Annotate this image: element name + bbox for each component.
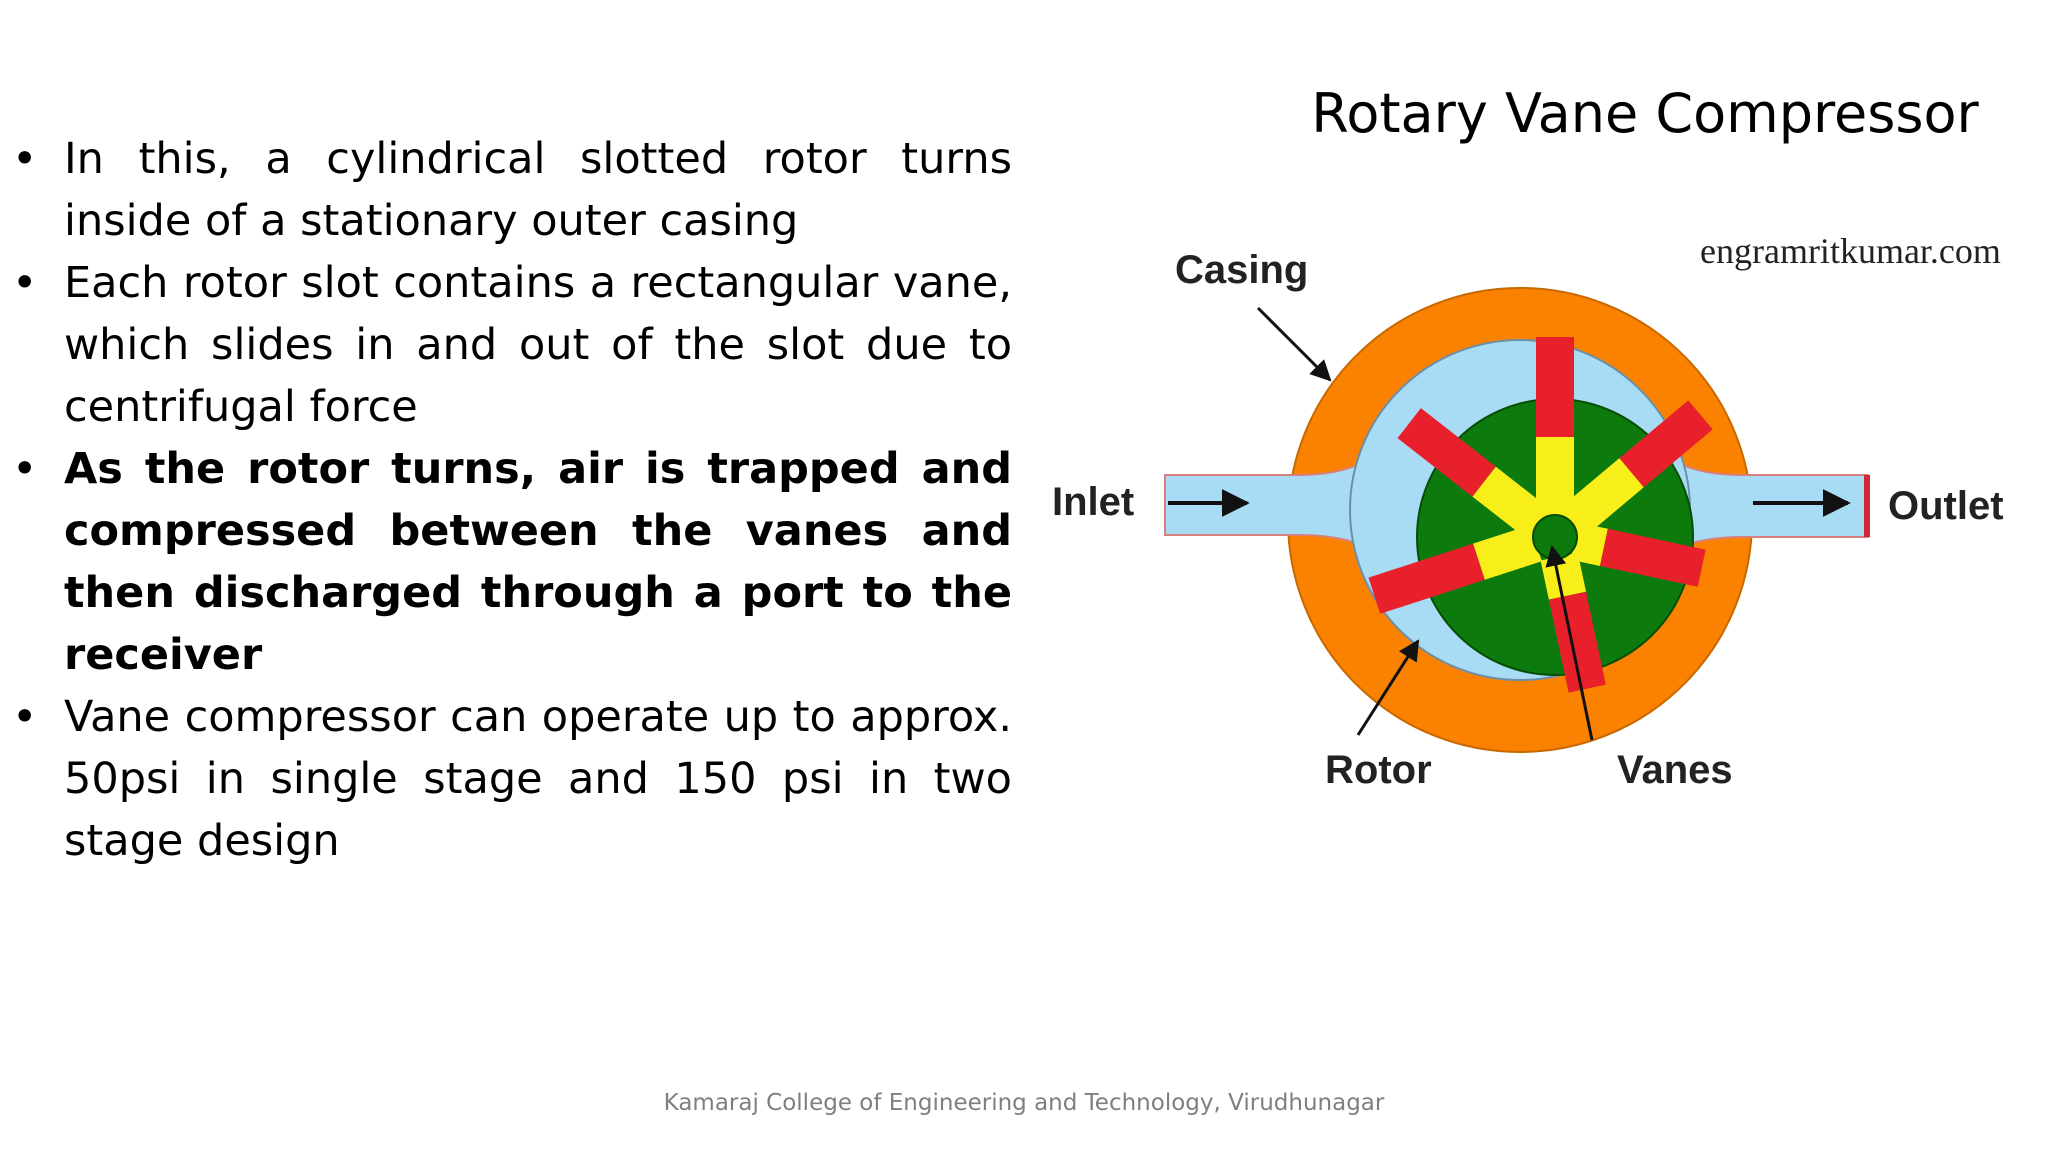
slot	[1536, 437, 1574, 517]
bullet-marker: •	[12, 258, 38, 308]
slot	[1570, 522, 1608, 566]
vane	[1397, 408, 1496, 497]
slot	[1540, 552, 1587, 600]
bullet-text: Each rotor slot contains a rectangular v…	[64, 258, 1012, 432]
bullet-marker: •	[12, 134, 38, 184]
bullet-text: Vane compressor can operate up to approx…	[64, 692, 1012, 866]
vane	[1619, 400, 1713, 488]
vane	[1536, 337, 1574, 437]
casing-pointer	[1256, 306, 1332, 382]
vane	[1599, 528, 1706, 587]
vane-group	[1397, 408, 1551, 540]
bullet-marker: •	[12, 692, 38, 742]
vane-group	[1570, 522, 1706, 587]
rotor-label: Rotor	[1325, 748, 1432, 792]
rotor-hub	[1532, 514, 1578, 560]
bullet-item: • Vane compressor can operate up to appr…	[12, 686, 1012, 872]
vanes-label: Vanes	[1617, 748, 1733, 792]
bullet-text: In this, a cylindrical slotted rotor tur…	[64, 134, 1012, 246]
vane	[1548, 591, 1606, 693]
bullet-marker: •	[12, 444, 38, 494]
vane	[1368, 543, 1485, 614]
rotor-pointer	[1356, 639, 1420, 736]
bullet-item: • In this, a cylindrical slotted rotor t…	[12, 128, 1012, 252]
vane-group	[1536, 337, 1574, 517]
vanes-pointer	[1545, 544, 1594, 741]
slot	[1473, 525, 1542, 580]
bullet-item: • As the rotor turns, air is trapped and…	[12, 438, 1012, 686]
slot	[1472, 466, 1551, 540]
outlet-port-rim	[1864, 475, 1870, 537]
vane-group	[1368, 525, 1542, 614]
bullet-text: As the rotor turns, air is trapped and c…	[64, 444, 1012, 680]
diagram-title: Rotary Vane Compressor	[1311, 82, 1979, 145]
watermark-text: engramritkumar.com	[1700, 235, 2001, 271]
footer-text: Kamaraj College of Engineering and Techn…	[663, 1090, 1385, 1116]
compressor-diagram: Casing Inlet Outlet Rotor Vanes engramri…	[1052, 235, 2004, 792]
outlet-label: Outlet	[1888, 484, 2004, 528]
bullet-list: • In this, a cylindrical slotted rotor t…	[12, 128, 1012, 872]
bullet-item: • Each rotor slot contains a rectangular…	[12, 252, 1012, 438]
vane-group	[1558, 400, 1713, 539]
slot	[1558, 458, 1644, 539]
inlet-label: Inlet	[1052, 480, 1134, 524]
casing-label: Casing	[1175, 248, 1308, 292]
